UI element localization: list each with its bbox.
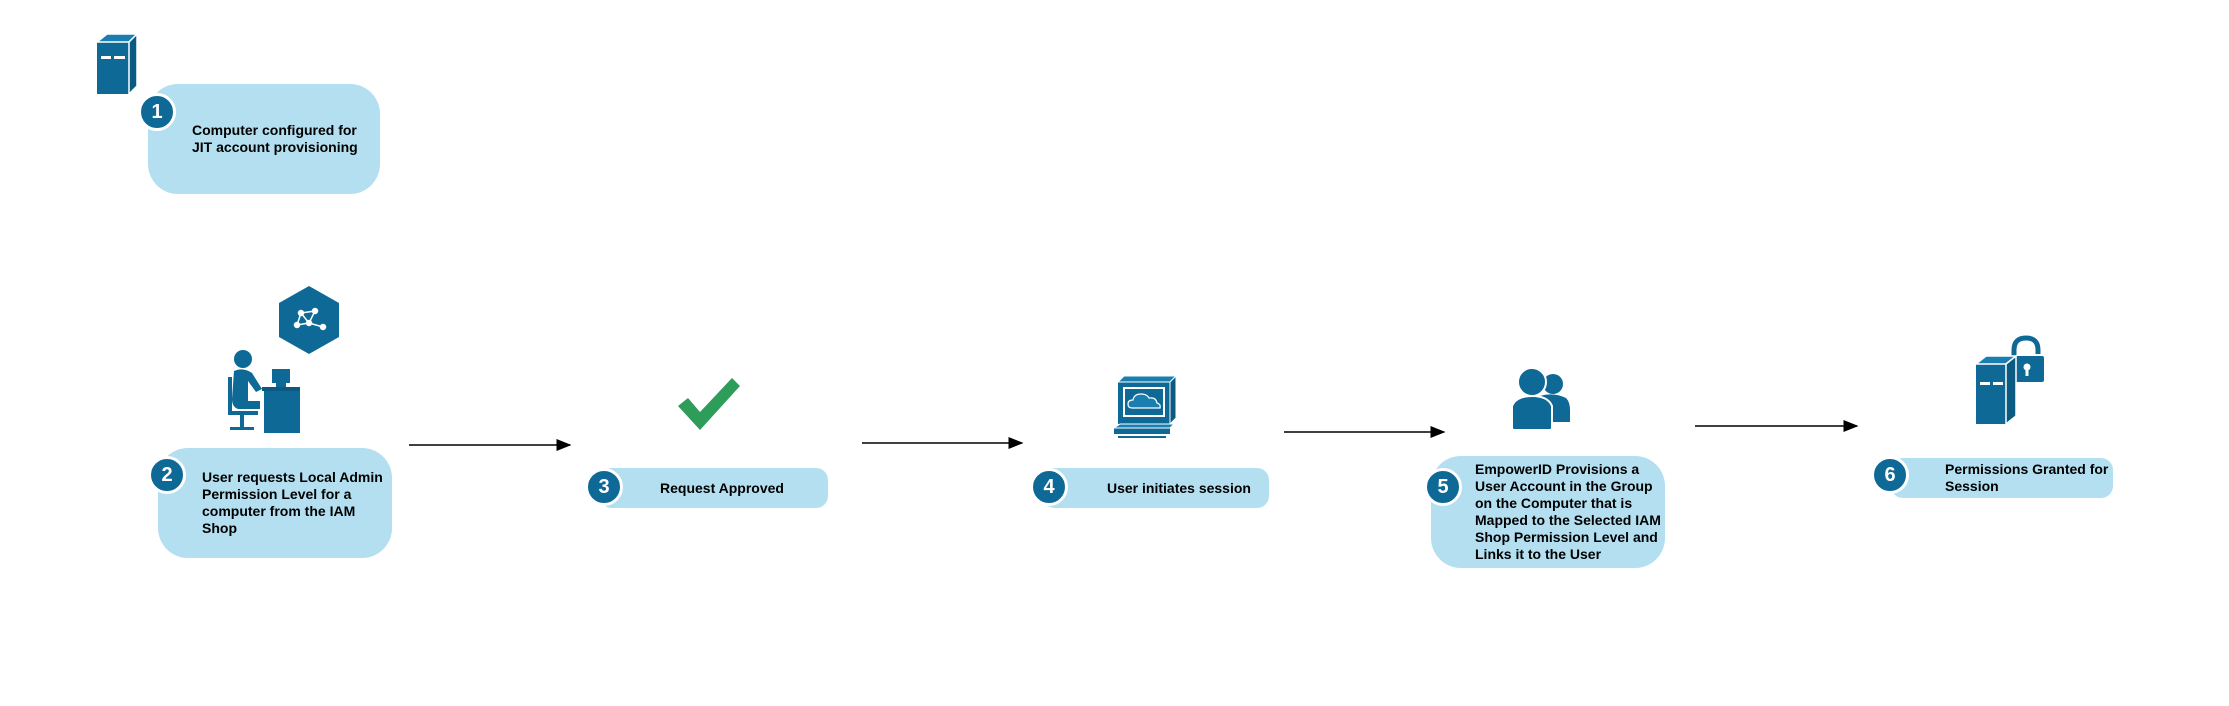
step-5-text: EmpowerID Provisions a User Account in t… <box>1475 461 1661 562</box>
network-hexagon-icon <box>279 286 339 354</box>
users-group-icon <box>1511 367 1570 430</box>
step-6-badge: 6 <box>1871 456 1909 494</box>
step-1-box: Computer configured for JIT account prov… <box>148 84 380 194</box>
step-3-box: Request Approved <box>600 468 828 508</box>
user-at-desk-icon <box>228 350 300 433</box>
step-3-badge: 3 <box>585 468 623 506</box>
step-4-box: User initiates session <box>1043 468 1269 508</box>
step-1-badge: 1 <box>138 93 176 131</box>
checkmark-icon <box>678 378 740 430</box>
step-2-text: User requests Local Admin Permission Lev… <box>202 469 383 536</box>
step-1-text: Computer configured for JIT account prov… <box>192 122 358 155</box>
step-2-box: User requests Local Admin Permission Lev… <box>158 448 392 558</box>
step-2-badge: 2 <box>148 456 186 494</box>
step-5-box: EmpowerID Provisions a User Account in t… <box>1431 456 1665 568</box>
server-unlocked-icon <box>1974 335 2044 426</box>
step-3-text: Request Approved <box>660 479 784 496</box>
step-4-text: User initiates session <box>1107 479 1251 496</box>
computer-cloud-icon <box>1112 376 1177 438</box>
step-5-badge: 5 <box>1424 468 1462 506</box>
step-4-badge: 4 <box>1030 468 1068 506</box>
server-icon <box>94 32 139 96</box>
step-6-box: Permissions Granted for Session <box>1891 458 2113 498</box>
step-6-text: Permissions Granted for Session <box>1945 461 2109 494</box>
